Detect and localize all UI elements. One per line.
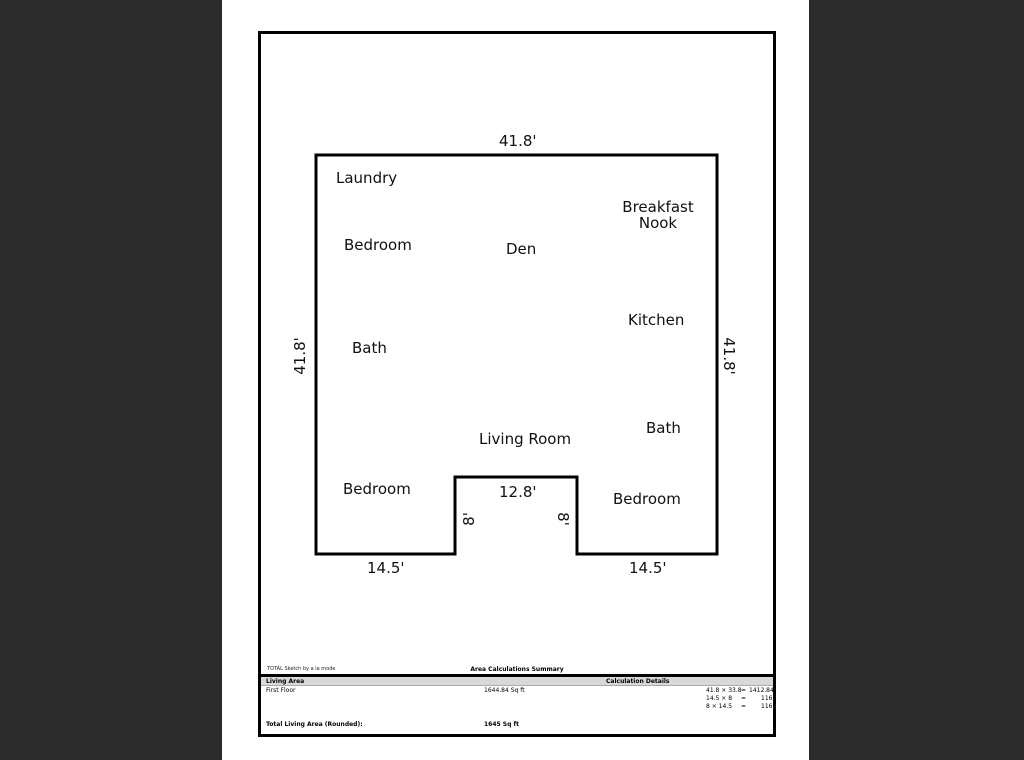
room-living-room: Living Room (479, 430, 572, 448)
room-bedroom-bottom-left: Bedroom (343, 480, 411, 498)
summary-col-living-area: Living Area (266, 678, 305, 685)
dimension-bottom-right: 14.5' (629, 559, 667, 577)
summary-total-value: 1645 Sq ft (484, 721, 519, 728)
summary-total-label: Total Living Area (Rounded): (266, 721, 363, 728)
room-breakfast-nook: Breakfast Nook (622, 199, 694, 231)
calc-result: 1412.84 (749, 687, 774, 694)
room-bedroom-bottom-right: Bedroom (613, 490, 681, 508)
room-bath-right: Bath (646, 419, 681, 437)
exterior-wall-outline (314, 153, 719, 556)
room-laundry: Laundry (336, 169, 398, 187)
summary-col-calc-details: Calculation Details (606, 678, 670, 685)
calc-eq: = (741, 695, 747, 702)
dimension-right: 41.8' (719, 337, 738, 375)
document-page: 41.8' 41.8' 41.8' 12.8' 8' 8' 14.5' 14.5… (222, 0, 809, 760)
calc-eq: = (741, 703, 747, 710)
calc-expr: 14.5 × 8 (706, 695, 733, 702)
sketch-frame: 41.8' 41.8' 41.8' 12.8' 8' 8' 14.5' 14.5… (258, 31, 776, 737)
dimension-notch-right: 8' (553, 512, 572, 526)
floor-plan: 41.8' 41.8' 41.8' 12.8' 8' 8' 14.5' 14.5… (261, 34, 773, 674)
floor-plan-outline (314, 153, 719, 556)
area-summary-table: Living Area Calculation Details First Fl… (261, 674, 774, 737)
room-bedroom-top-left: Bedroom (344, 236, 412, 254)
room-den: Den (506, 240, 537, 258)
room-breakfast-nook-line1: Breakfast (622, 198, 694, 216)
room-breakfast-nook-line2: Nook (638, 214, 678, 232)
calc-expr: 8 × 14.5 (706, 703, 733, 710)
calc-result: 116 (761, 695, 773, 702)
calc-result: 116 (761, 703, 773, 710)
dimension-left: 41.8' (290, 337, 309, 375)
dimension-notch-top: 12.8' (499, 483, 537, 501)
dimension-notch-left: 8' (459, 512, 478, 526)
summary-header-row (261, 677, 773, 686)
dimension-bottom-left: 14.5' (367, 559, 405, 577)
dimension-top: 41.8' (499, 132, 537, 150)
summary-title: Area Calculations Summary (470, 666, 564, 673)
room-bath-left: Bath (352, 339, 387, 357)
summary-floor-label: First Floor (266, 687, 296, 694)
room-kitchen: Kitchen (628, 311, 685, 329)
summary-floor-area: 1644.84 Sq ft (484, 687, 525, 694)
calc-expr: 41.8 × 33.8 (706, 687, 742, 694)
calc-eq: = (741, 687, 747, 694)
sketch-caption: TOTAL Sketch by a la mode (267, 666, 336, 672)
